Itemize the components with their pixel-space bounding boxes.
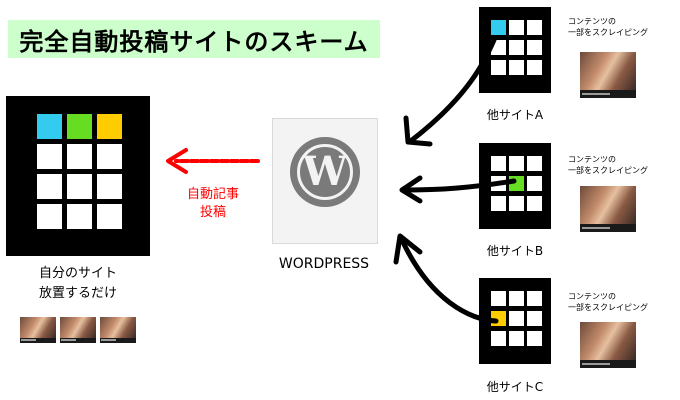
my-site-label-line2: 放置するだけ <box>38 286 117 301</box>
auto-post-label-line1: 自動記事 <box>186 187 239 202</box>
my-site-cell <box>37 174 62 199</box>
my-site-cell <box>97 174 122 199</box>
other-site-c-thumbnail <box>580 322 636 368</box>
my-site-cell <box>97 204 122 229</box>
black-arrow-from-site-a <box>403 37 497 147</box>
auto-post-label-line2: 投稿 <box>199 205 226 220</box>
my-site-cell <box>67 174 92 199</box>
diagram-title-box: 完全自動投稿サイトのスキーム <box>8 20 380 58</box>
other-site-a-note: コンテンツの 一部をスクレイピング <box>568 17 648 37</box>
my-site-label-line1: 自分のサイト <box>38 266 117 281</box>
other-site-b-note: コンテンツの 一部をスクレイピング <box>568 155 648 175</box>
black-arrow-from-site-c <box>393 233 499 324</box>
my-site-cell-cyan <box>37 114 62 139</box>
my-site-cell-yellow <box>97 114 122 139</box>
other-site-b-thumbnail <box>580 186 636 232</box>
wordpress-label: WORDPRESS <box>278 256 370 272</box>
my-site-cell <box>67 204 92 229</box>
other-site-c-grid <box>479 278 551 364</box>
my-site-thumbnail <box>100 317 136 343</box>
diagram-title: 完全自動投稿サイトのスキーム <box>19 27 369 56</box>
other-site-a-label: 他サイトA <box>486 108 544 122</box>
my-site-cell <box>37 204 62 229</box>
red-arrow-auto-post <box>166 148 260 174</box>
other-site-a-thumbnail <box>580 52 636 98</box>
my-site-cell <box>37 144 62 169</box>
other-site-a-highlight-cell <box>491 20 506 35</box>
other-site-c-label: 他サイトC <box>486 380 544 394</box>
wordpress-logo-letter: W <box>302 148 348 195</box>
my-site-grid <box>6 96 150 256</box>
my-site-cell <box>67 144 92 169</box>
other-site-b-label: 他サイトB <box>486 244 544 258</box>
my-site-cell <box>97 144 122 169</box>
black-arrow-from-site-b <box>399 175 517 204</box>
other-site-c-note: コンテンツの 一部をスクレイピング <box>568 292 648 312</box>
my-site-cell-green <box>67 114 92 139</box>
my-site-label: 自分のサイト 放置するだけ <box>6 264 150 304</box>
my-site-thumbnail <box>20 317 56 343</box>
my-site-thumbnail <box>60 317 96 343</box>
wordpress-logo-icon: W <box>290 137 360 207</box>
other-site-a-grid <box>479 7 551 93</box>
auto-post-label: 自動記事 投稿 <box>178 186 248 222</box>
